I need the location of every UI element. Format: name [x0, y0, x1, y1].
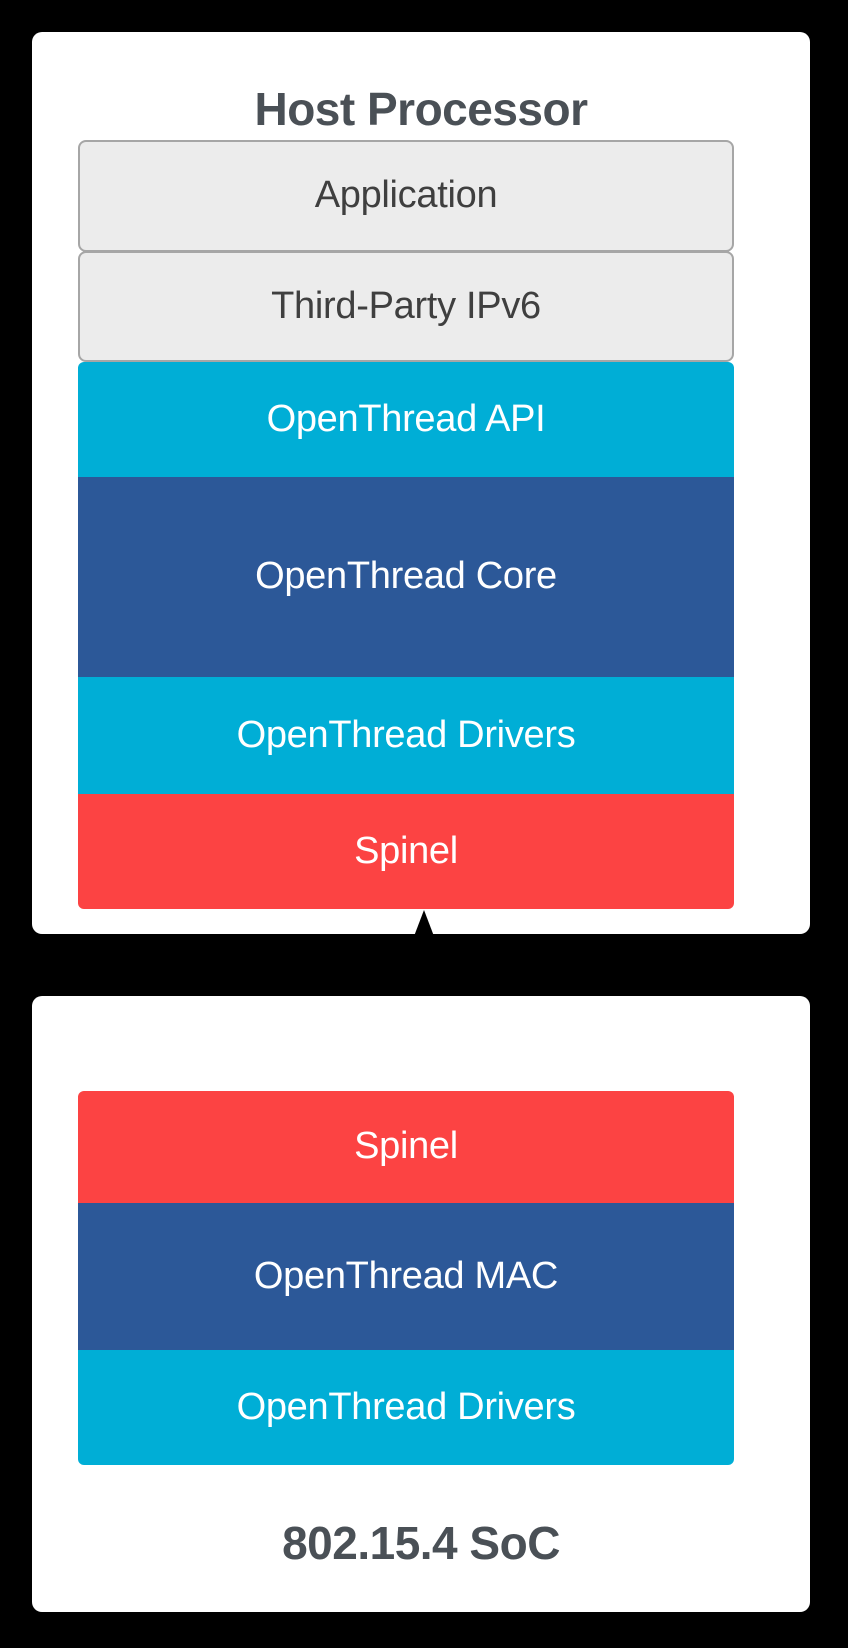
layer-openthread-drivers-soc: OpenThread Drivers	[78, 1350, 734, 1465]
host-processor-card: Host Processor Application Third-Party I…	[32, 32, 810, 934]
soc-layer-stack: Spinel OpenThread MAC OpenThread Drivers	[78, 1091, 734, 1465]
layer-spinel-host-label: Spinel	[354, 829, 458, 872]
layer-openthread-drivers-host-label: OpenThread Drivers	[236, 713, 576, 756]
soc-card: Spinel OpenThread MAC OpenThread Drivers…	[32, 996, 810, 1612]
arrowhead-up-icon	[408, 910, 440, 952]
layer-application: Application	[78, 140, 734, 252]
layer-openthread-core-label: OpenThread Core	[255, 555, 557, 598]
layer-application-label: Application	[314, 174, 498, 217]
layer-openthread-drivers-host: OpenThread Drivers	[78, 677, 734, 794]
layer-openthread-drivers-soc-label: OpenThread Drivers	[236, 1385, 576, 1428]
layer-third-party-ipv6: Third-Party IPv6	[78, 251, 734, 362]
layer-openthread-mac: OpenThread MAC	[78, 1203, 734, 1350]
layer-spinel-host: Spinel	[78, 794, 734, 909]
layer-openthread-api: OpenThread API	[78, 362, 734, 477]
host-processor-title: Host Processor	[254, 83, 588, 135]
layer-third-party-ipv6-label: Third-Party IPv6	[271, 284, 541, 327]
layer-openthread-mac-label: OpenThread MAC	[253, 1254, 559, 1297]
layer-spinel-soc-label: Spinel	[354, 1125, 458, 1168]
layer-openthread-core: OpenThread Core	[78, 477, 734, 677]
layer-spinel-soc: Spinel	[78, 1091, 734, 1203]
host-processor-layer-stack: Application Third-Party IPv6 OpenThread …	[78, 140, 734, 909]
layer-openthread-api-label: OpenThread API	[266, 397, 546, 440]
soc-title: 802.15.4 SoC	[282, 1517, 560, 1569]
